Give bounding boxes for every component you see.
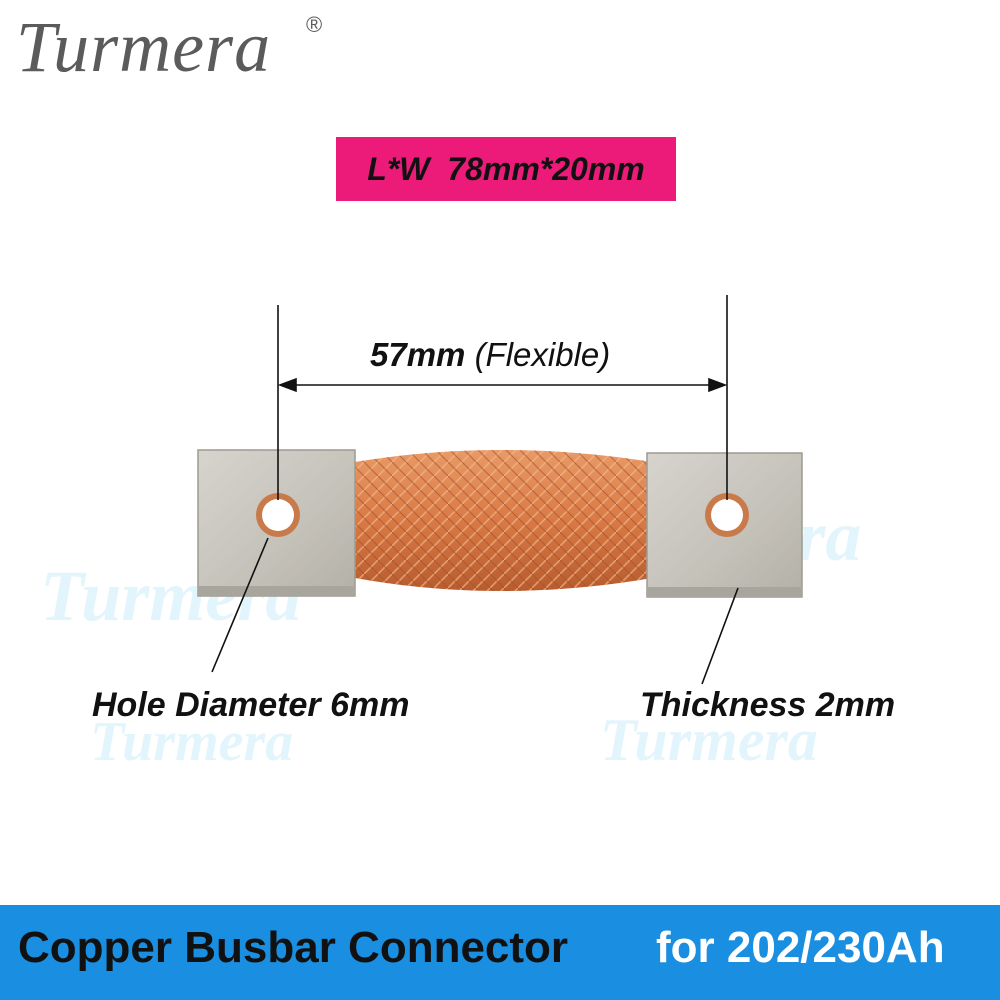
hole-diameter-label: Hole Diameter 6mm — [92, 686, 410, 724]
span-note: (Flexible) — [474, 336, 611, 373]
product-banner: Copper Busbar Connector for 202/230Ah — [0, 905, 1000, 1000]
right-terminal — [646, 452, 803, 598]
logo-text: Turmera — [16, 7, 272, 87]
banner-subtitle: for 202/230Ah — [656, 923, 945, 972]
thickness-leader-line — [701, 587, 739, 685]
svg-text:Turmera: Turmera — [90, 711, 293, 773]
span-dimension-label: 57mm (Flexible) — [370, 336, 610, 374]
overall-dimensions-badge: L*W 78mm*20mm — [336, 137, 676, 201]
copper-braid — [355, 450, 652, 591]
banner-title: Copper Busbar Connector — [18, 923, 569, 972]
svg-text:Turmera: Turmera — [600, 707, 818, 773]
span-dimension-line — [277, 295, 728, 500]
hole-leader-line — [211, 537, 269, 673]
left-terminal — [197, 449, 356, 597]
span-value: 57mm — [370, 336, 466, 373]
registered-mark: ® — [306, 12, 323, 37]
thickness-label: Thickness 2mm — [640, 686, 896, 724]
